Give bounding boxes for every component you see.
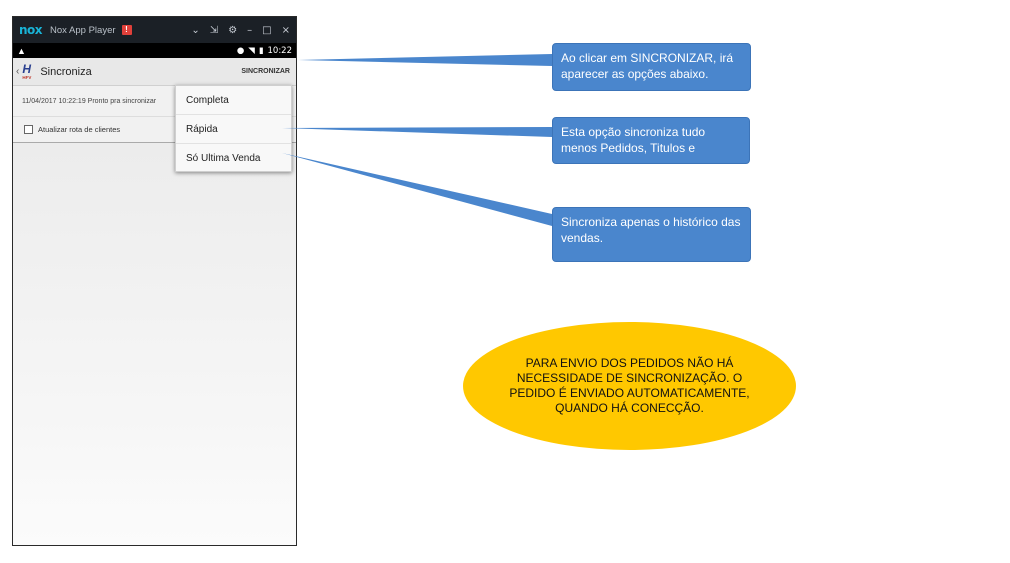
sync-status-text: 11/04/2017 10:22:19 Pronto pra sincroniz… [22, 98, 157, 105]
update-route-row[interactable]: Atualizar rota de clientes [13, 117, 296, 143]
app-logo: H HFV [21, 61, 37, 81]
callout-rapida: Esta opção sincroniza tudo menos Pedidos… [552, 117, 750, 164]
alert-badge-icon[interactable]: ! [121, 25, 132, 35]
update-route-checkbox[interactable] [24, 125, 33, 134]
status-icons: ● ◥ ▮ 10:22 [237, 46, 292, 56]
emulator-title: Nox App Player [50, 24, 116, 36]
menu-item-ultima-venda[interactable]: Só Ultima Venda [186, 153, 261, 164]
maximize-icon[interactable]: □ [262, 24, 272, 36]
back-arrow-icon[interactable]: ‹ [16, 66, 20, 77]
app-content-area [13, 143, 296, 545]
pointer-sync [298, 54, 552, 66]
sync-button[interactable]: SINCRONIZAR [241, 68, 290, 75]
sync-status-row: 11/04/2017 10:22:19 Pronto pra sincroniz… [13, 87, 296, 117]
pointer-rapida [282, 127, 552, 137]
emulator-window: nox Nox App Player ! ⌄ ⇲ ⚙ – □ × ▲ ● ◥ ▮… [12, 16, 297, 546]
collapse-icon[interactable]: ⌄ [191, 24, 200, 36]
menu-item-rapida[interactable]: Rápida [176, 115, 291, 144]
menu-item-completa[interactable]: Completa [176, 86, 291, 115]
app-toolbar: ‹ H HFV Sincroniza SINCRONIZAR [13, 58, 296, 86]
pin-icon[interactable]: ⇲ [209, 24, 219, 36]
wifi-icon: ◥ [248, 45, 255, 56]
location-icon: ● [236, 45, 245, 56]
note-text: PARA ENVIO DOS PEDIDOS NÃO HÁ NECESSIDAD… [509, 356, 750, 415]
note-ellipse: PARA ENVIO DOS PEDIDOS NÃO HÁ NECESSIDAD… [463, 322, 796, 450]
callout-sync: Ao clicar em SINCRONIZAR, irá aparecer a… [552, 43, 751, 91]
page-title: Sincroniza [40, 65, 92, 78]
minimize-icon[interactable]: – [247, 24, 253, 36]
app-logo-sub: HFV [22, 74, 32, 80]
callout-ultima-venda: Sincroniza apenas o histórico das vendas… [552, 207, 751, 262]
warning-icon: ▲ [17, 45, 26, 56]
status-time: 10:22 [267, 45, 293, 56]
close-icon[interactable]: × [281, 24, 290, 36]
nox-logo: nox [19, 23, 43, 37]
pointer-ultima [282, 153, 552, 226]
update-route-label: Atualizar rota de clientes [38, 125, 121, 134]
sync-options-menu: Completa Rápida Só Ultima Venda [175, 85, 292, 172]
emulator-titlebar: nox Nox App Player ! ⌄ ⇲ ⚙ – □ × [13, 17, 296, 43]
window-controls: ⌄ ⇲ ⚙ – □ × [191, 17, 290, 43]
app-logo-letter: H [22, 61, 32, 76]
battery-icon: ▮ [258, 45, 264, 56]
settings-icon[interactable]: ⚙ [228, 24, 238, 36]
android-statusbar: ▲ ● ◥ ▮ 10:22 [13, 43, 296, 58]
